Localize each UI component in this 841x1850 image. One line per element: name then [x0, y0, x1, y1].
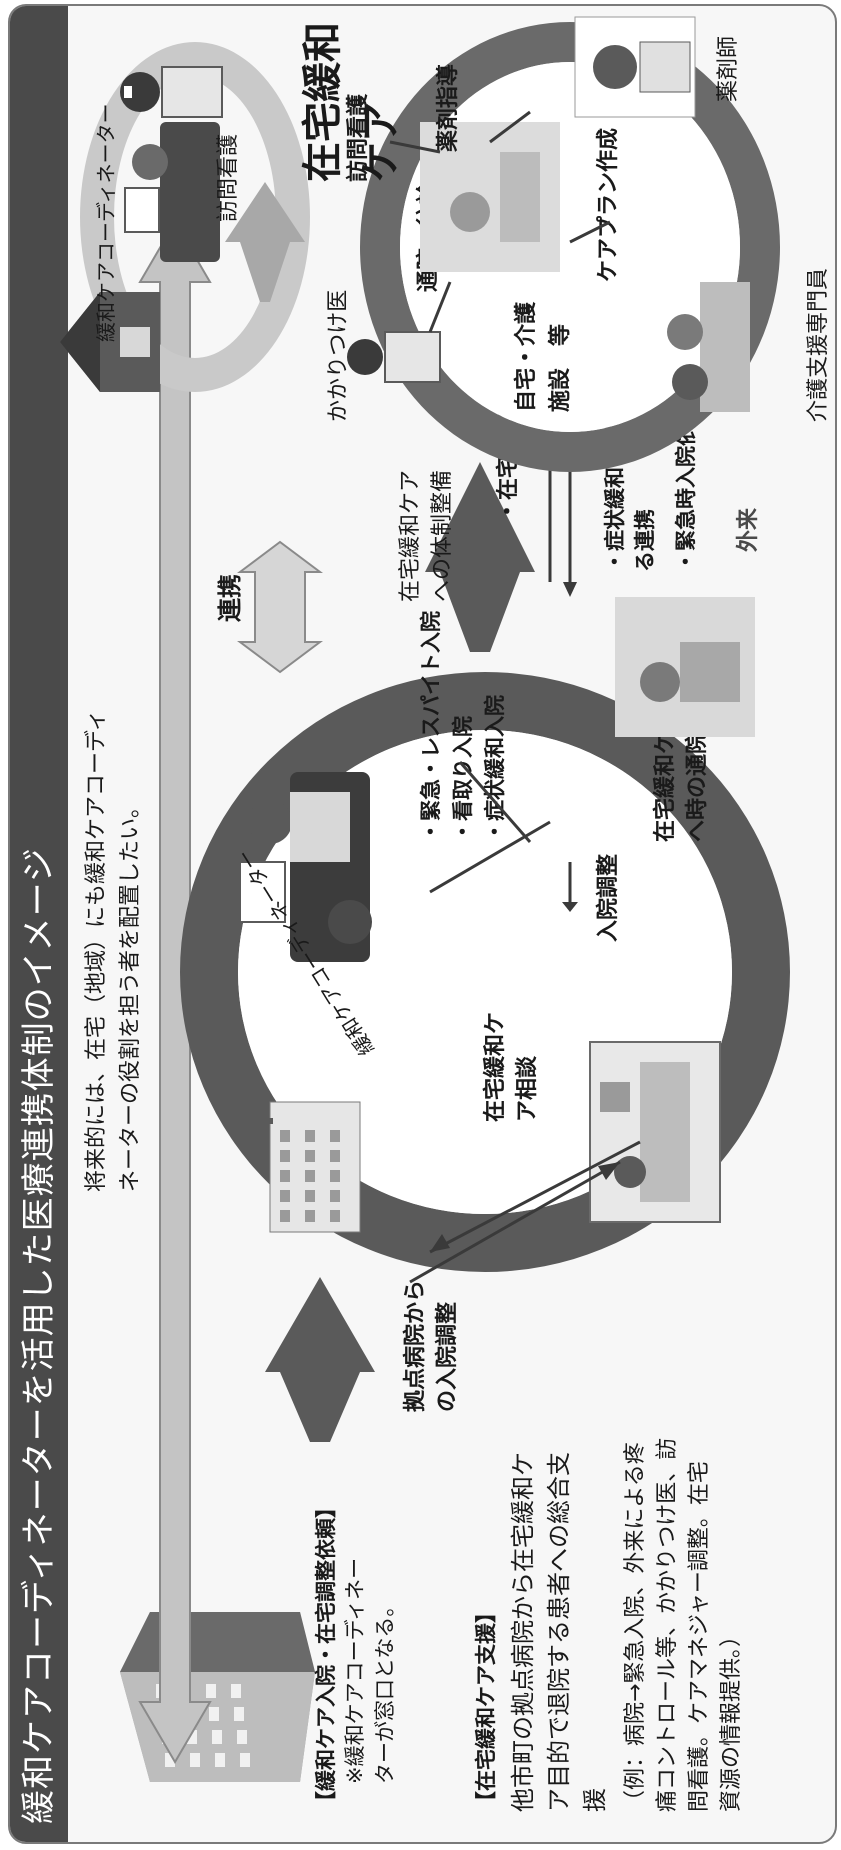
home-scene-icon	[420, 122, 560, 272]
house-icon	[60, 292, 160, 392]
home-care-arrow	[225, 182, 305, 302]
outpatient-visit-icon	[615, 597, 755, 737]
entry-arrow	[265, 462, 535, 1442]
home-care-arrows	[389, 110, 611, 333]
desk-coordinator-icon	[239, 772, 372, 962]
request-arrows	[543, 437, 577, 597]
patient-bed-icon	[589, 1041, 721, 1223]
diagram-frame: 緩和ケアコーディネーターを活用した医療連携体制のイメージ 【緩和ケア入院・在宅調…	[8, 4, 837, 1844]
nurse-icon	[120, 66, 223, 118]
hospital-icon	[255, 1101, 361, 1233]
link-arrow	[237, 540, 323, 674]
pharmacist-icon	[574, 16, 696, 118]
doctor-icon	[347, 331, 441, 383]
left-ring-arrows	[409, 761, 641, 1284]
care-manager-icon	[667, 282, 750, 412]
regional-desk-icon	[124, 122, 220, 262]
